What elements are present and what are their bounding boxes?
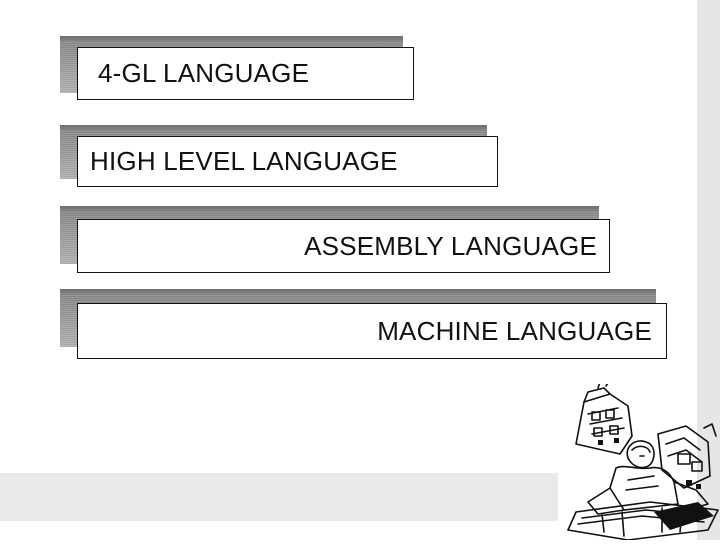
bottom-band [0,473,558,521]
programmer-with-computer-icon [558,379,720,541]
layer-assembly-label: ASSEMBLY LANGUAGE [304,230,597,261]
layer-assembly-box: ASSEMBLY LANGUAGE [77,219,610,273]
layer-4gl-label: 4-GL LANGUAGE [98,58,310,88]
layer-high-level-box: HIGH LEVEL LANGUAGE [77,136,498,187]
right-edge-strip [697,0,720,540]
layer-4gl-box: 4-GL LANGUAGE [77,47,414,100]
layer-machine-label: MACHINE LANGUAGE [377,315,652,346]
layer-high-level-label: HIGH LEVEL LANGUAGE [90,146,398,176]
layer-machine-box: MACHINE LANGUAGE [77,303,667,359]
